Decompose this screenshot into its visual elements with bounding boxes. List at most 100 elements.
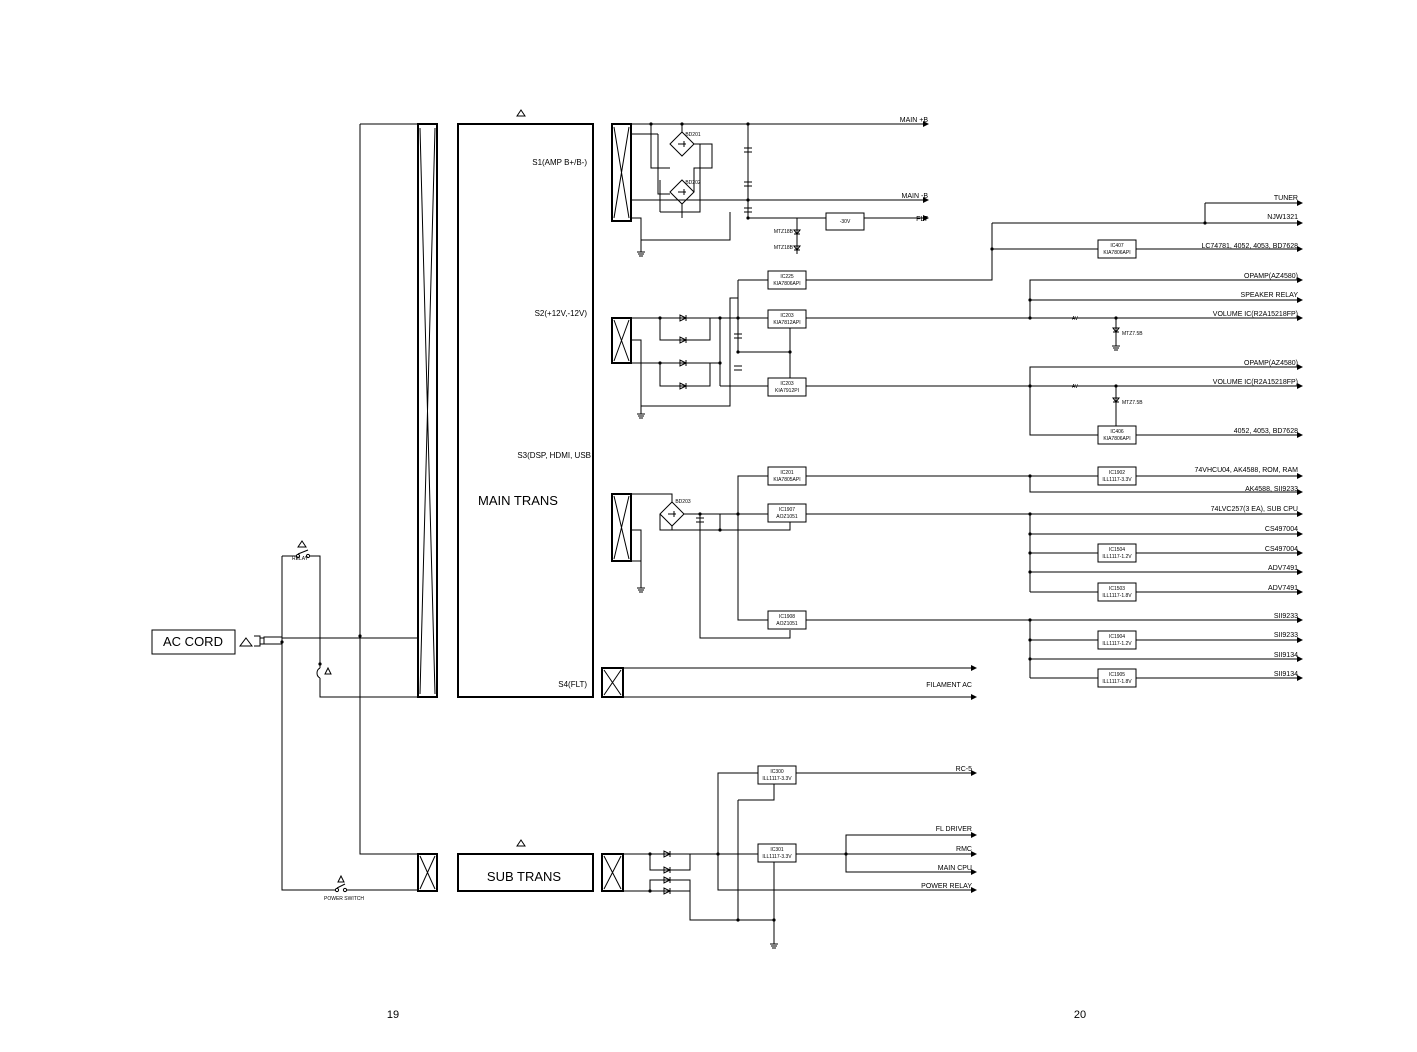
ic201-part: KIA7805API: [773, 477, 800, 483]
out-ak4588: AK4588, SII9233: [1245, 486, 1298, 493]
caution-icon: [337, 874, 345, 883]
ic203b-part: KIA7912PI: [775, 388, 799, 394]
ic201-label: IC201: [780, 470, 794, 476]
out-rc5: RC-5: [956, 766, 972, 773]
diode-icon: [663, 866, 672, 874]
ic1905-label: IC1905: [1109, 672, 1125, 678]
diode-icon: [679, 336, 688, 344]
diode-icon: [679, 314, 688, 322]
ic1904-label: IC1904: [1109, 634, 1125, 640]
fuse-icon: [316, 667, 321, 679]
zener-diode-icon: [1112, 327, 1120, 333]
ac-cord: AC CORD: [151, 629, 283, 655]
capacitor-icon: [696, 517, 704, 523]
out-volume1: VOLUME IC(R2A15218FP): [1213, 311, 1298, 318]
caution-icon: [239, 637, 253, 647]
out-adv7491-1: ADV7491: [1268, 565, 1298, 572]
out-74vhcu04: 74VHCU04, AK4588, ROM, RAM: [1195, 467, 1299, 474]
s4-section: FILAMENT AC: [601, 665, 977, 700]
ic1907-part: AOZ1051: [776, 514, 798, 520]
out-sii9233-1: SII9233: [1274, 613, 1298, 620]
ic1908-part: AOZ1051: [776, 621, 798, 627]
ic1907-label: IC1907: [779, 507, 795, 513]
sub-transformer: SUB TRANS: [417, 839, 624, 892]
av1-label: AV: [1072, 316, 1079, 322]
bd201-label: BD201: [685, 132, 701, 138]
out-cs497004-2: CS497004: [1265, 546, 1298, 553]
main-trans-s2: S2(+12V,-12V): [535, 309, 588, 318]
ic1504-part: ILL1117-1.2V: [1102, 554, 1132, 560]
ic300-label: IC300: [770, 769, 784, 775]
mtz1-label: MTZ18B: [774, 229, 794, 235]
ac-cord-label: AC CORD: [163, 634, 223, 649]
out-adv7491-2: ADV7491: [1268, 585, 1298, 592]
ic301-part: ILL1117-3.3V: [762, 854, 792, 860]
ic300-part: ILL1117-3.3V: [762, 776, 792, 782]
ic203-label: IC203: [780, 313, 794, 319]
diode-icon: [663, 850, 672, 858]
power-switch-icon: [336, 883, 346, 889]
ic1904-part: ILL1117-1.2V: [1102, 641, 1132, 647]
out-4052: 4052, 4053, BD7628: [1234, 428, 1298, 435]
out-filament-ac: FILAMENT AC: [926, 682, 972, 689]
out-sii9134-1: SII9134: [1274, 652, 1298, 659]
out-tuner: TUNER: [1274, 195, 1298, 202]
capacitor-icon: [744, 207, 752, 213]
ic1902-label: IC1902: [1109, 470, 1125, 476]
ic1902-part: ILL1117-3.3V: [1102, 477, 1132, 483]
diode-icon: [679, 382, 688, 390]
zener-diode-icon: [793, 229, 801, 235]
ic203-part: KIA7812API: [773, 320, 800, 326]
out-main-cpu: MAIN CPU: [938, 865, 972, 872]
ic225-part: KIA7806API: [773, 281, 800, 287]
ic1503-part: ILL1117-1.8V: [1102, 593, 1132, 599]
s2-section: IC225 KIA7806API IC203 KIA7812API IC203 …: [611, 195, 1303, 445]
capacitor-icon: [734, 365, 742, 371]
diode-icon: [679, 359, 688, 367]
out-flt: FLT: [916, 216, 929, 223]
out-main-neg-b: MAIN -B: [902, 193, 929, 200]
ic406-part: KIA7806API: [1103, 436, 1130, 442]
sub-trans-label: SUB TRANS: [487, 869, 561, 884]
mtz4-label: MTZ7.5B: [1122, 400, 1143, 406]
relay-label: RELAY: [292, 556, 309, 562]
bridge-rectifier-icon: [669, 131, 695, 157]
ground-icon: [1112, 340, 1120, 351]
relay-switch-icon: [297, 549, 309, 555]
s1-section: BD201 BD202 -30V MAIN +B MAIN -B FLT MTZ…: [611, 117, 929, 257]
main-trans-s1: S1(AMP B+/B-): [532, 158, 587, 167]
page-number-left: 19: [387, 1009, 399, 1021]
mtz2-label: MTZ18B: [774, 245, 794, 251]
out-volume2: VOLUME IC(R2A15218FP): [1213, 379, 1298, 386]
out-power-relay: POWER RELAY: [921, 883, 972, 890]
out-lc74781: LC74781, 4052, 4053, BD7628: [1201, 243, 1298, 250]
caution-icon: [297, 540, 307, 548]
ic1908-label: IC1908: [779, 614, 795, 620]
out-74lvc257: 74LVC257(3 EA), SUB CPU: [1211, 506, 1298, 513]
out-njw1321: NJW1321: [1267, 214, 1298, 221]
diode-icon: [663, 887, 672, 895]
ic301-label: IC301: [770, 847, 784, 853]
out-opamp1: OPAMP(AZ4580): [1244, 273, 1298, 280]
out-speaker-relay: SPEAKER RELAY: [1241, 292, 1299, 299]
ic1504-label: IC1504: [1109, 547, 1125, 553]
capacitor-icon: [744, 181, 752, 187]
ic406-label: IC406: [1110, 429, 1124, 435]
caution-icon: [516, 839, 526, 847]
caution-icon: [516, 109, 526, 117]
ic225-label: IC225: [780, 274, 794, 280]
main-trans-s4: S4(FLT): [558, 680, 587, 689]
ground-icon: [637, 406, 645, 419]
ic407-label: IC407: [1110, 243, 1124, 249]
ic1905-part: ILL1117-1.8V: [1102, 679, 1132, 685]
out-main-pos-b: MAIN +B: [900, 117, 929, 124]
ground-icon: [637, 584, 645, 593]
ic1503-label: IC1503: [1109, 586, 1125, 592]
capacitor-icon: [744, 147, 752, 153]
ic203b-label: IC203: [780, 381, 794, 387]
main-transformer: S1(AMP B+/B-) S2(+12V,-12V) S3(DSP, HDMI…: [417, 109, 594, 698]
bd203-label: BD203: [675, 499, 691, 505]
sub-section: IC300 ILL1117-3.3V IC301 ILL1117-3.3V RC…: [623, 765, 977, 949]
out-opamp2: OPAMP(AZ4580): [1244, 360, 1298, 367]
